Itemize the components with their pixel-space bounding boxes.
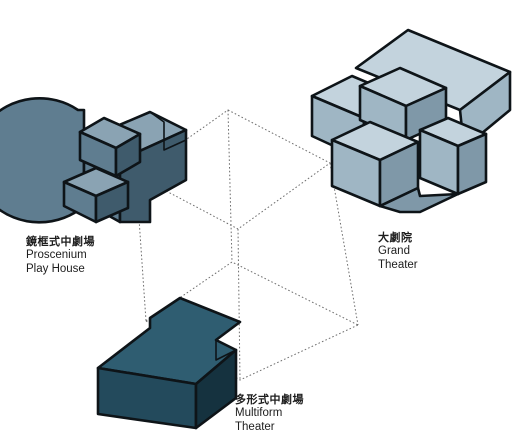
proscenium-label-chinese: 鏡框式中劇場 [26, 236, 95, 248]
grand-right-side [456, 132, 488, 196]
grand-label-english-line2: Theater [378, 258, 418, 271]
multiform-label-english-line1: Multiform [235, 406, 283, 419]
proscenium-label-english-line1: Proscenium [26, 248, 87, 261]
grand-theater-massing [310, 28, 512, 214]
proscenium-upper-side [114, 132, 142, 178]
grand-label-chinese: 大劇院 [378, 232, 413, 244]
proscenium-play-house-label: 鏡框式中劇場 Proscenium Play House [26, 236, 95, 276]
wireframe-edge [227, 109, 233, 263]
wireframe-edge [237, 228, 241, 381]
multiform-label-english-line2: Theater [235, 420, 275, 433]
wireframe-bottom-edge [145, 320, 359, 381]
multiform-theater-label: 多形式中劇場 Multiform Theater [235, 394, 304, 434]
proscenium-notch [149, 111, 187, 151]
multiform-theater-massing [96, 296, 242, 430]
wireframe-edge [329, 162, 359, 326]
proscenium-label-english-line2: Play House [26, 262, 85, 275]
grand-label-english-line1: Grand [378, 244, 410, 257]
multiform-side [194, 348, 238, 430]
grand-theater-label: 大劇院 Grand Theater [378, 232, 418, 272]
multiform-step-edge [215, 340, 237, 361]
proscenium-play-house-massing [0, 96, 188, 224]
grand-base [378, 186, 460, 214]
proscenium-step-side [94, 180, 130, 224]
multiform-label-chinese: 多形式中劇場 [235, 394, 304, 406]
